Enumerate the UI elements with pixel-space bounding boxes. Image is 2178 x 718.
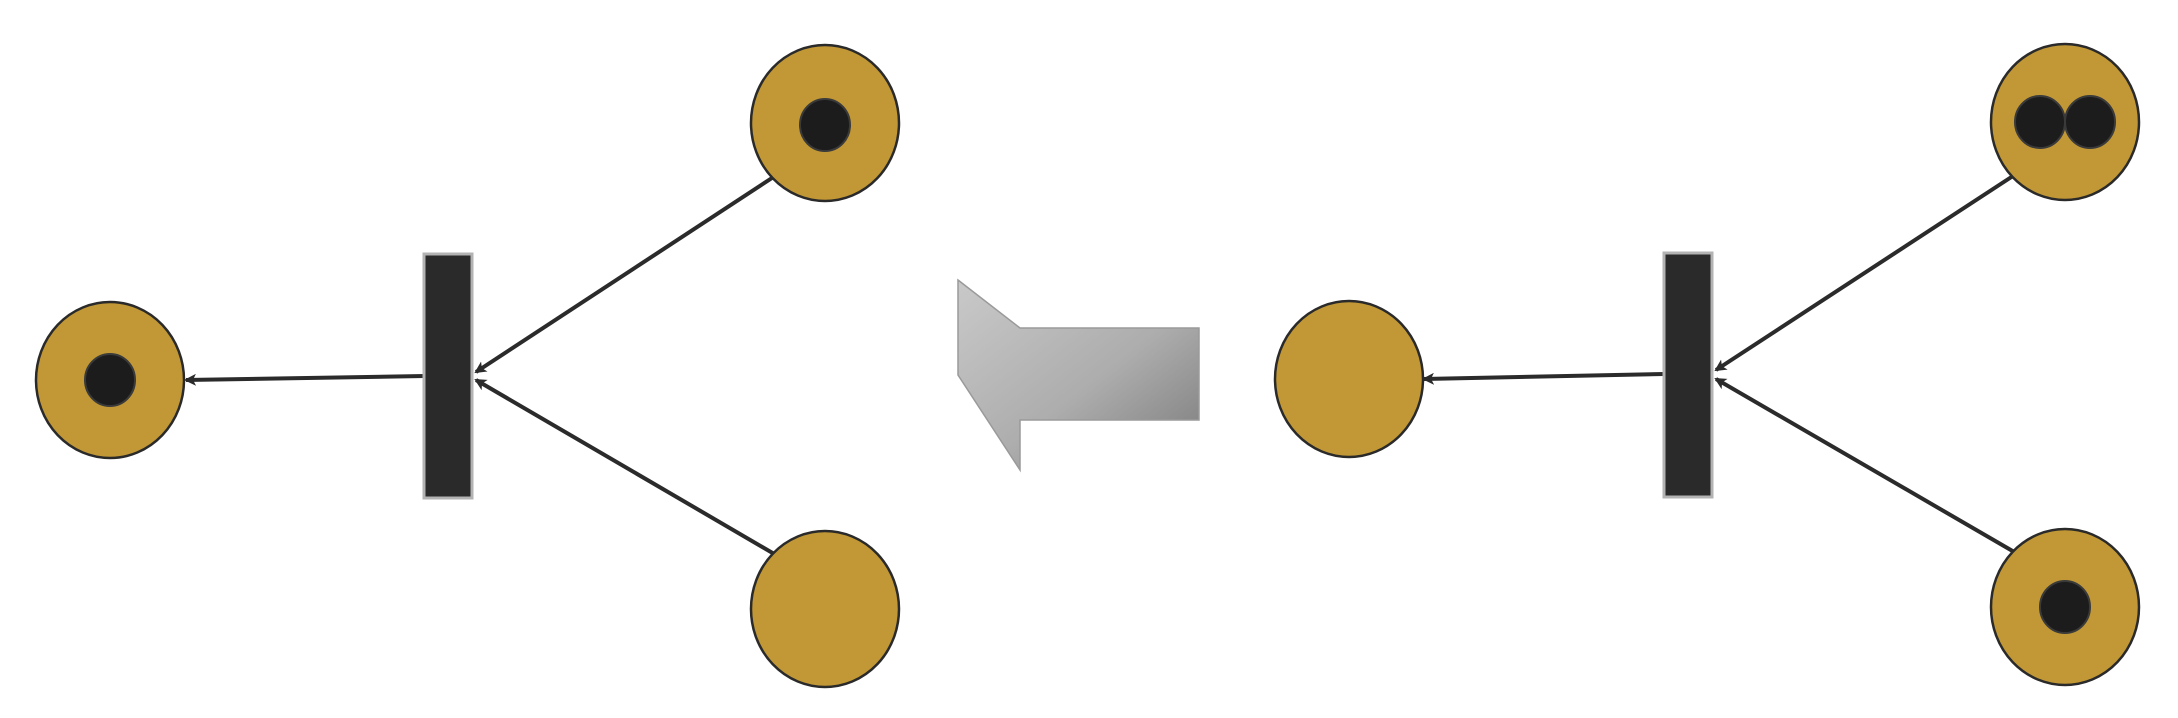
arc-input-top bbox=[474, 174, 777, 374]
place-input-top bbox=[749, 43, 901, 203]
net-before bbox=[1273, 42, 2141, 687]
transition-bar bbox=[1662, 251, 1714, 499]
arc-output bbox=[1422, 372, 1665, 385]
token bbox=[799, 98, 851, 152]
arc-input-bottom bbox=[1714, 377, 2018, 555]
arc-output bbox=[184, 373, 426, 386]
arc-input-bottom bbox=[474, 378, 778, 557]
token bbox=[2039, 580, 2091, 634]
place-input-bottom bbox=[749, 529, 901, 689]
place-output bbox=[34, 300, 186, 460]
place-input-bottom bbox=[1989, 527, 2141, 687]
place-output bbox=[1273, 299, 1425, 459]
token bbox=[2014, 95, 2066, 149]
place-input-top bbox=[1989, 42, 2141, 202]
arc-input-top bbox=[1714, 172, 2018, 372]
token bbox=[2064, 95, 2116, 149]
transition-bar bbox=[422, 252, 474, 500]
token bbox=[84, 353, 136, 407]
net-after bbox=[34, 43, 901, 689]
left-arrow-icon bbox=[957, 278, 1200, 473]
